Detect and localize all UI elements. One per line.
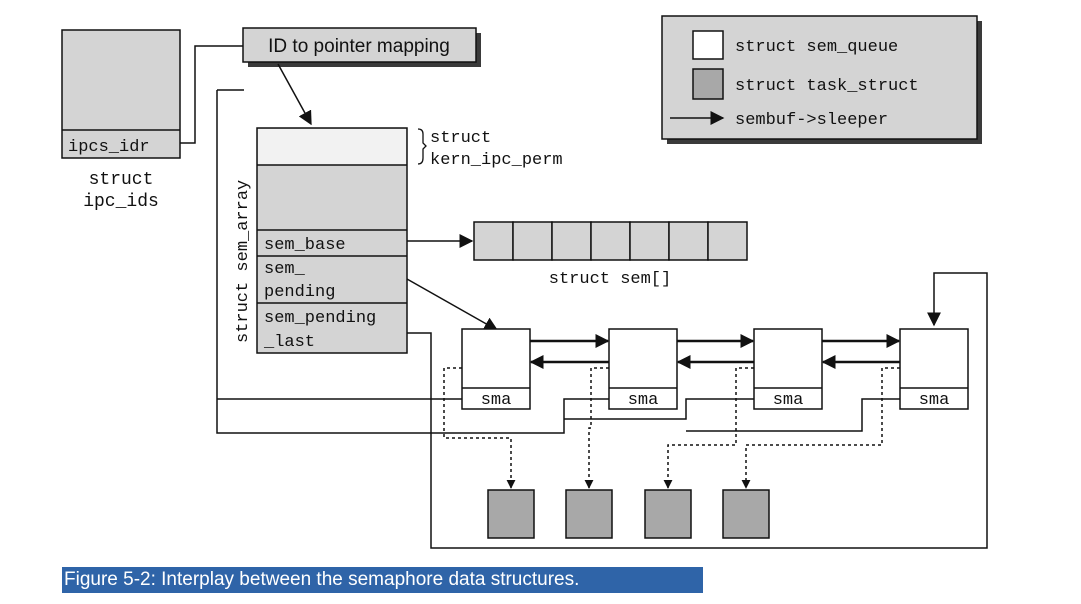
kern-ipc-perm-label-line2: kern_ipc_perm: [430, 151, 563, 170]
legend-task-swatch: [692, 68, 724, 100]
legend-sleeper-label: sembuf->sleeper: [735, 111, 888, 130]
sem-pending-last-field-line2: _last: [263, 333, 315, 352]
sem-pending-last-field-line1: sem_pending: [264, 309, 376, 328]
sleeper-arrow: [663, 367, 754, 489]
sem-array-struct: sem_base sem_ pending sem_pending _last: [256, 127, 408, 354]
sleeper-arrow: [741, 367, 900, 489]
kern-ipc-perm-bracket: [417, 128, 427, 165]
sem-cell: [668, 221, 709, 261]
sem-pending-field-line1: sem_: [264, 260, 306, 279]
ipc-ids-label-line1: struct: [89, 170, 154, 190]
kern-ipc-perm-label-line1: struct: [430, 129, 491, 148]
sem-cell: [551, 221, 592, 261]
sem-pending-arrow: [406, 278, 499, 331]
sem-queue-box: [899, 328, 969, 410]
legend-queue-swatch: [692, 30, 724, 60]
ipc-ids-struct: ipcs_idr: [61, 29, 181, 159]
sem-cell: [629, 221, 670, 261]
sleeper-tasks: [443, 367, 900, 539]
ipc-ids-label-line2: ipc_ids: [83, 192, 159, 212]
sma-field: sma: [919, 391, 950, 410]
mapping-to-sem-array-arrow: [277, 63, 312, 126]
sem-cell: [707, 221, 748, 261]
sem-array-side-label: struct sem_array: [234, 180, 253, 343]
figure-caption: Figure 5-2: Interplay between the semaph…: [62, 567, 703, 593]
task-struct-box: [644, 489, 692, 539]
queue-links: [529, 334, 901, 369]
sem-array-label: struct sem[]: [549, 270, 671, 289]
legend: struct sem_queue struct task_struct semb…: [661, 15, 982, 144]
sem-base-field: sem_base: [264, 236, 346, 255]
sma-backlinks: [216, 89, 900, 434]
id-mapping-label: ID to pointer mapping: [268, 36, 450, 57]
sem-cell: [590, 221, 631, 261]
sem-cell: [512, 221, 553, 261]
id-mapping-box: ID to pointer mapping: [242, 27, 481, 67]
sem-queue-box: [461, 328, 531, 410]
sem-pending-last-connector: [407, 272, 988, 549]
sem-queue-list: sma sma sma sma: [461, 328, 969, 410]
sem-array-cells: [473, 221, 748, 261]
legend-queue-label: struct sem_queue: [735, 38, 898, 57]
sleeper-arrow: [584, 367, 609, 489]
task-struct-box: [722, 489, 770, 539]
sem-queue-box: [753, 328, 823, 410]
sma-field: sma: [481, 391, 512, 410]
sem-cell: [473, 221, 514, 261]
sleeper-arrow: [443, 367, 516, 489]
sem-pending-field-line2: pending: [264, 283, 335, 302]
sma-field: sma: [628, 391, 659, 410]
sma-field: sma: [773, 391, 804, 410]
legend-task-label: struct task_struct: [735, 77, 919, 96]
task-struct-box: [565, 489, 613, 539]
ipcs-idr-field: ipcs_idr: [68, 138, 150, 157]
task-struct-box: [487, 489, 535, 539]
ipcs-idr-connector: [180, 45, 245, 144]
sem-queue-box: [608, 328, 678, 410]
